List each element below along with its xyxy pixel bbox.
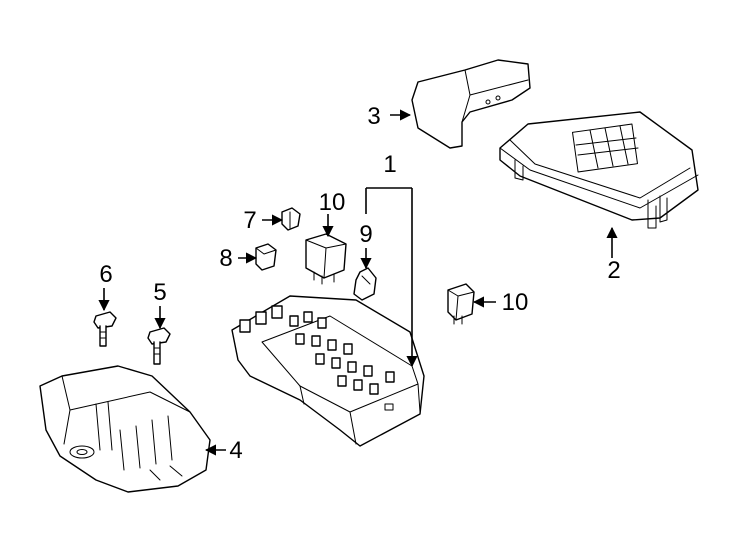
callout-3: 3 [367, 103, 380, 130]
part-6-bolt [93, 311, 117, 347]
part-4-tray [39, 365, 211, 493]
callout-1: 1 [383, 151, 396, 178]
part-9-clip [353, 267, 377, 301]
part-5-bolt [147, 327, 171, 365]
leader-lines [98, 109, 618, 456]
callout-6: 6 [99, 261, 112, 288]
callout-labels: 1 2 3 4 5 6 7 8 9 10 10 [99, 103, 620, 464]
part-10-relay-upper [305, 233, 347, 285]
part-2-lid [499, 111, 699, 229]
callout-4: 4 [229, 437, 242, 464]
part-8-fuse [255, 243, 277, 271]
part-3-cover [411, 59, 531, 149]
part-10-relay-right [447, 283, 475, 325]
part-7-fuse [281, 207, 301, 231]
callout-5: 5 [153, 279, 166, 306]
callout-7: 7 [243, 207, 256, 234]
part-1-fuse-block [231, 295, 425, 447]
callout-10-upper: 10 [319, 189, 346, 216]
callout-8: 8 [219, 245, 232, 272]
callout-2: 2 [607, 257, 620, 284]
callout-9: 9 [359, 221, 372, 248]
callout-10-right: 10 [502, 289, 529, 316]
